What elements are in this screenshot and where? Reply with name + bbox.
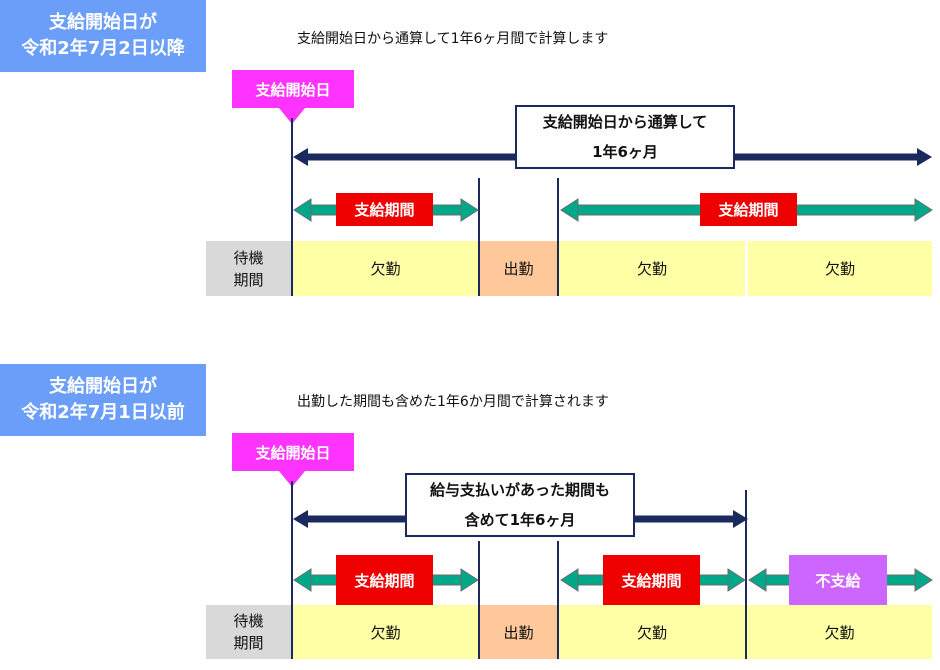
section-2-cell-work: 出勤: [480, 605, 557, 659]
section-2-description: 出勤した期間も含めた1年6か月間で計算されます: [297, 394, 609, 410]
section-2-wait-cell: 待機 期間: [206, 605, 291, 659]
section-2-start-pointer: [279, 471, 305, 487]
section-1-wait-line1: 待機: [233, 248, 264, 267]
section-1-cell-absent-1: 欠勤: [293, 241, 478, 296]
section-1-pay-label-1: 支給期間: [336, 193, 433, 226]
section-2-callout-line2: 含めて1年6ヶ月: [464, 511, 576, 529]
section-2-callout-line1: 給与支払いがあった期間も: [429, 481, 610, 499]
section-1-cell-work: 出勤: [480, 241, 557, 296]
section-1-pay-label-2: 支給期間: [700, 193, 797, 226]
section-2-cell-absent-2: 欠勤: [559, 605, 745, 659]
section-2-end-line: [745, 490, 747, 659]
section-2-start-line: [291, 481, 293, 659]
section-2-pay-label-1: 支給期間: [336, 555, 433, 605]
section-1-wait-line2: 期間: [233, 270, 264, 289]
section-1-callout: 支給開始日から通算して 1年6ヶ月: [515, 105, 735, 169]
section-2-cell-absent-3: 欠勤: [747, 605, 932, 659]
section-1-divider-1: [478, 178, 480, 296]
section-1-label-line1: 支給開始日が: [49, 12, 157, 33]
section-1-start-line: [291, 118, 293, 296]
section-2-divider-1: [478, 541, 480, 659]
section-1-label: 支給開始日が 令和2年7月2日以降: [0, 0, 206, 72]
section-2-divider-2: [557, 541, 559, 659]
section-2-label: 支給開始日が 令和2年7月1日以前: [0, 364, 206, 436]
section-2-nonpay-label: 不支給: [789, 555, 887, 605]
section-1-start-tag: 支給開始日: [232, 70, 354, 108]
section-1-divider-2: [557, 178, 559, 296]
section-1-callout-line2: 1年6ヶ月: [592, 143, 658, 161]
section-1-start-pointer: [279, 108, 305, 124]
section-2-callout: 給与支払いがあった期間も 含めて1年6ヶ月: [405, 473, 635, 537]
section-1-description: 支給開始日から通算して1年6ヶ月間で計算します: [297, 31, 609, 47]
section-1-wait-cell: 待機 期間: [206, 241, 291, 296]
section-2-start-tag: 支給開始日: [232, 433, 354, 471]
section-2-cell-absent-1: 欠勤: [293, 605, 478, 659]
section-1-label-line2: 令和2年7月2日以降: [21, 38, 185, 59]
section-2-wait-line2: 期間: [233, 634, 264, 652]
section-1-callout-line1: 支給開始日から通算して: [542, 113, 708, 131]
section-1-cell-absent-2: 欠勤: [559, 241, 745, 296]
section-1-cell-absent-3: 欠勤: [748, 241, 932, 296]
section-2-wait-line1: 待機: [233, 612, 264, 630]
section-2-label-line2: 令和2年7月1日以前: [21, 402, 185, 423]
section-2-label-line1: 支給開始日が: [49, 376, 157, 397]
section-2-pay-label-2: 支給期間: [603, 555, 700, 605]
